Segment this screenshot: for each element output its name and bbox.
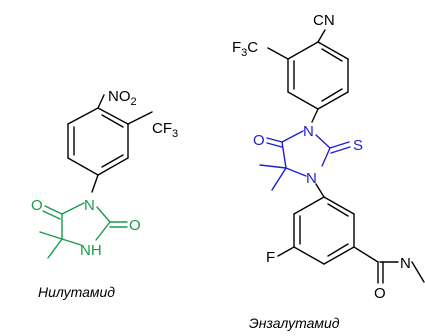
nitro-label: NO2 — [108, 88, 137, 108]
nilutamide-ring-n: N — [84, 197, 95, 214]
nilutamide-hydantoin-ring — [39, 202, 128, 259]
enzalutamide-ring-n2: N — [306, 170, 317, 187]
enzalutamide-amide — [353, 246, 425, 284]
enzalutamide-ring-s: S — [353, 137, 363, 154]
enzalutamide-thiohydantoin-ring — [259, 130, 351, 191]
enzalutamide-structure: CN F3C N O S N — [232, 12, 425, 331]
enzalutamide-caption: Энзалутамид — [249, 315, 340, 331]
f3c-label: F3C — [232, 39, 258, 59]
cn-label: CN — [313, 12, 335, 29]
amide-n-label: N — [400, 255, 411, 272]
fluoro-label: F — [266, 249, 275, 266]
aryl-n1-bond — [311, 108, 319, 123]
cf3-label: CF3 — [152, 120, 178, 140]
cf3-bond — [127, 111, 153, 125]
enzalutamide-ring-n1: N — [303, 123, 314, 140]
aryl-n2-bond — [315, 183, 325, 198]
enzalutamide-ring-o: O — [253, 132, 265, 149]
cf3-bond — [267, 47, 289, 60]
enzalutamide-bottom-ring — [293, 196, 355, 265]
nilutamide-ring-nh: NH — [80, 242, 102, 259]
nilutamide-structure: NO2 CF3 N O O NH Нилутамид — [31, 88, 178, 300]
nitro-bond — [97, 94, 105, 109]
aryl-n-bond — [91, 174, 99, 193]
cn-bond — [317, 29, 326, 43]
nilutamide-ring-o1: O — [31, 197, 43, 214]
enzalutamide-top-ring — [287, 41, 349, 110]
nilutamide-caption: Нилутамид — [38, 284, 115, 300]
nilutamide-benzene-ring — [67, 107, 129, 176]
fluoro-bond — [277, 246, 295, 257]
amide-o-label: O — [374, 285, 386, 302]
nilutamide-ring-o2: O — [129, 217, 141, 234]
